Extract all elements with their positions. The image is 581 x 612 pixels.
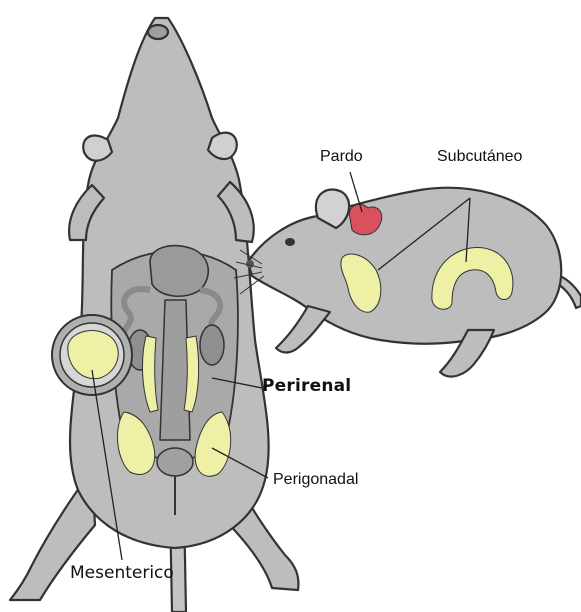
stomach bbox=[150, 246, 208, 297]
lateral-mouse bbox=[234, 188, 581, 377]
label-perigonadal: Perigonadal bbox=[273, 472, 358, 488]
brown-fat bbox=[349, 204, 382, 234]
left-mouse-nose bbox=[148, 25, 168, 39]
bladder bbox=[157, 448, 193, 476]
left-ear-left bbox=[83, 136, 112, 161]
right-mouse-nose bbox=[246, 260, 254, 268]
label-pardo: Pardo bbox=[320, 149, 363, 165]
right-mouse-body bbox=[248, 188, 561, 344]
label-subcutaneo: Subcutáneo bbox=[437, 149, 522, 165]
right-mouse-eye bbox=[285, 238, 295, 246]
ventral-mouse bbox=[10, 18, 298, 612]
label-mesenterico: Mesenterico bbox=[70, 565, 174, 582]
label-perirenal: Perirenal bbox=[262, 378, 351, 395]
left-ear-right bbox=[208, 133, 237, 159]
central-vessels bbox=[160, 300, 190, 440]
right-front-leg bbox=[276, 306, 330, 352]
kidney-right bbox=[200, 325, 224, 365]
